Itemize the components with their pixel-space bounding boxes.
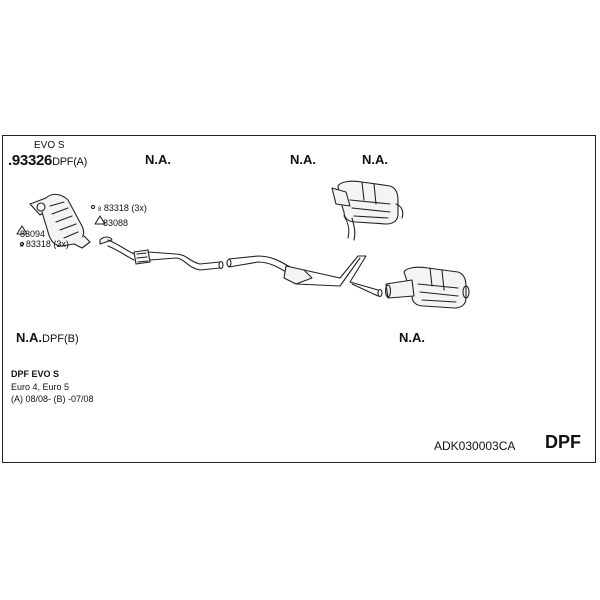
na-dpf-b-label: N.A.DPF(B) — [16, 331, 79, 345]
main-part-number-value: .93326 — [8, 152, 53, 169]
part-marker: 8 — [98, 207, 102, 213]
na-label-3: N.A. — [362, 152, 388, 167]
dpf-catalyst — [29, 193, 91, 249]
center-muffler — [331, 180, 404, 241]
part-label-83094: 83094 — [20, 229, 46, 239]
main-part-suffix: DPF(A) — [52, 156, 87, 168]
info-line-1: DPF EVO S — [11, 369, 60, 379]
part-label-text: 83318 (3x) — [103, 203, 147, 213]
na-label-1: N.A. — [145, 152, 171, 167]
diagram-frame — [2, 135, 596, 463]
part-marker: 8 — [20, 243, 24, 249]
main-part-number: .93326DPF(A) — [8, 153, 87, 168]
middle-pipe — [226, 255, 383, 298]
na-dpf-b-suffix: DPF(B) — [42, 333, 79, 345]
rear-muffler — [384, 266, 470, 309]
part-label-text: 83318 (3x) — [25, 239, 69, 249]
gasket-83088 — [94, 215, 106, 225]
variant-label: EVO S — [34, 140, 65, 151]
part-label-83318-bottom: 8 83318 (3x) — [20, 239, 69, 250]
na-dpf-b-text: N.A. — [16, 330, 42, 345]
kit-code: ADK030003CA — [434, 439, 516, 453]
kit-type: DPF — [545, 432, 581, 452]
na-label-right: N.A. — [399, 330, 425, 345]
front-pipe — [99, 236, 224, 271]
part-label-83088: 83088 — [103, 218, 129, 228]
info-line-2: Euro 4, Euro 5 — [11, 382, 70, 392]
part-label-83318-top: 8 83318 (3x) — [98, 203, 147, 214]
info-line-3: (A) 08/08- (B) -07/08 — [11, 394, 94, 404]
gasket-83094 — [16, 225, 28, 235]
na-label-2: N.A. — [290, 152, 316, 167]
clamp-83318 — [19, 204, 96, 247]
